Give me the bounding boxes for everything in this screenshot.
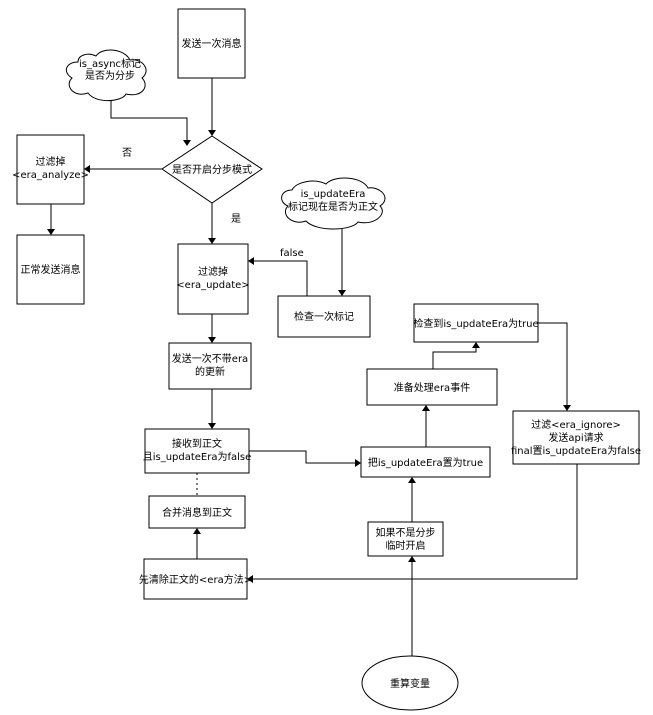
label-false: false xyxy=(280,248,304,259)
node-receive-body: 接收到正文 且is_updateEra为false xyxy=(143,428,252,474)
node-receive-body-line2: 且is_updateEra为false xyxy=(143,451,252,463)
node-check-flag-label: 检查一次标记 xyxy=(294,310,354,323)
edge-ignore-to-clear xyxy=(253,464,578,580)
node-prepare-era: 准备处理era事件 xyxy=(366,368,498,406)
node-set-update-true-label: 把is_updateEra置为true xyxy=(368,456,483,469)
node-check-true-label: 检查到is_updateEra为true xyxy=(413,317,538,330)
node-filter-ignore-line1: 过滤<era_ignore> xyxy=(531,418,621,431)
connectors xyxy=(47,78,578,656)
arrow-head xyxy=(563,405,571,411)
node-prepare-era-label: 准备处理era事件 xyxy=(394,381,470,394)
edge-checktrue-to-ignore xyxy=(538,322,568,405)
node-filter-update-line2: <era_update> xyxy=(176,280,249,291)
arrow-head xyxy=(247,575,253,583)
node-send-without-era-line2: 的更新 xyxy=(195,365,225,378)
edge-async-to-decision xyxy=(110,95,188,140)
arrow-head xyxy=(408,477,416,483)
node-filter-update-line1: 过滤掉 xyxy=(198,265,228,278)
node-open-temp-line1: 如果不是分步 xyxy=(376,526,436,539)
node-decision-label: 是否开启分步模式 xyxy=(172,163,252,176)
arrow-head xyxy=(355,459,361,467)
node-send-message-label: 发送一次消息 xyxy=(182,37,242,50)
node-merge-message-label: 合并消息到正文 xyxy=(162,506,232,519)
arrow-head xyxy=(472,342,480,348)
node-update-cloud-line1: is_updateEra xyxy=(301,189,366,200)
node-async-cloud-line2: 是否为分步 xyxy=(85,70,135,82)
node-recalc: 重算变量 xyxy=(361,655,459,711)
node-set-update-true: 把is_updateEra置为true xyxy=(360,446,491,478)
label-no: 否 xyxy=(122,147,132,159)
node-filter-analyze: 过滤掉 <era_analyze> xyxy=(12,134,89,205)
node-update-cloud: is_updateEra 标记现在是否为正文 xyxy=(281,177,386,230)
arrow-head xyxy=(248,257,254,265)
edge-receive-to-settrue xyxy=(249,450,355,464)
node-open-temp-line2: 临时开启 xyxy=(386,539,426,552)
node-recalc-label: 重算变量 xyxy=(390,677,430,690)
arrow-head xyxy=(47,229,55,235)
arrow-head xyxy=(408,556,416,562)
node-send-without-era: 发送一次不带era 的更新 xyxy=(168,342,252,390)
node-clear-era-label: 先清除正文的<era方法> xyxy=(139,573,252,586)
node-decision: 是否开启分步模式 xyxy=(161,135,263,204)
node-filter-analyze-line2: <era_analyze> xyxy=(12,170,89,181)
node-normal-send-label: 正常发送消息 xyxy=(21,263,81,276)
node-filter-analyze-line1: 过滤掉 xyxy=(36,155,66,168)
node-filter-ignore-line3: final置is_updateEra为false xyxy=(511,445,641,457)
arrow-head xyxy=(84,165,90,173)
node-clear-era: 先清除正文的<era方法> xyxy=(139,558,252,600)
arrow-head xyxy=(208,130,216,136)
node-open-temp: 如果不是分步 临时开启 xyxy=(367,521,444,557)
arrow-head xyxy=(422,405,430,411)
edge-prepare-to-checktrue xyxy=(432,348,477,369)
edge-check-false xyxy=(254,260,308,296)
node-normal-send: 正常发送消息 xyxy=(16,234,85,305)
node-update-cloud-line2: 标记现在是否为正文 xyxy=(288,200,378,213)
arrow-head xyxy=(208,337,216,343)
node-filter-ignore-line2: 发送api请求 xyxy=(548,431,603,444)
node-send-message: 发送一次消息 xyxy=(177,8,246,79)
node-merge-message: 合并消息到正文 xyxy=(148,495,246,529)
node-check-flag: 检查一次标记 xyxy=(277,295,371,338)
node-async-cloud: is_async标记 是否为分步 xyxy=(65,49,147,102)
node-receive-body-line1: 接收到正文 xyxy=(172,437,222,450)
node-check-true: 检查到is_updateEra为true xyxy=(413,303,539,343)
node-async-cloud-line1: is_async标记 xyxy=(79,58,141,70)
arrow-head xyxy=(208,423,216,429)
arrow-head xyxy=(183,140,191,146)
arrow-head xyxy=(208,238,216,244)
arrow-head xyxy=(338,290,346,296)
arrow-head xyxy=(193,528,201,534)
node-send-without-era-line1: 发送一次不带era xyxy=(172,352,248,365)
node-filter-update: 过滤掉 <era_update> xyxy=(176,243,250,315)
label-yes: 是 xyxy=(231,213,241,225)
node-filter-ignore: 过滤<era_ignore> 发送api请求 final置is_updateEr… xyxy=(511,410,641,465)
